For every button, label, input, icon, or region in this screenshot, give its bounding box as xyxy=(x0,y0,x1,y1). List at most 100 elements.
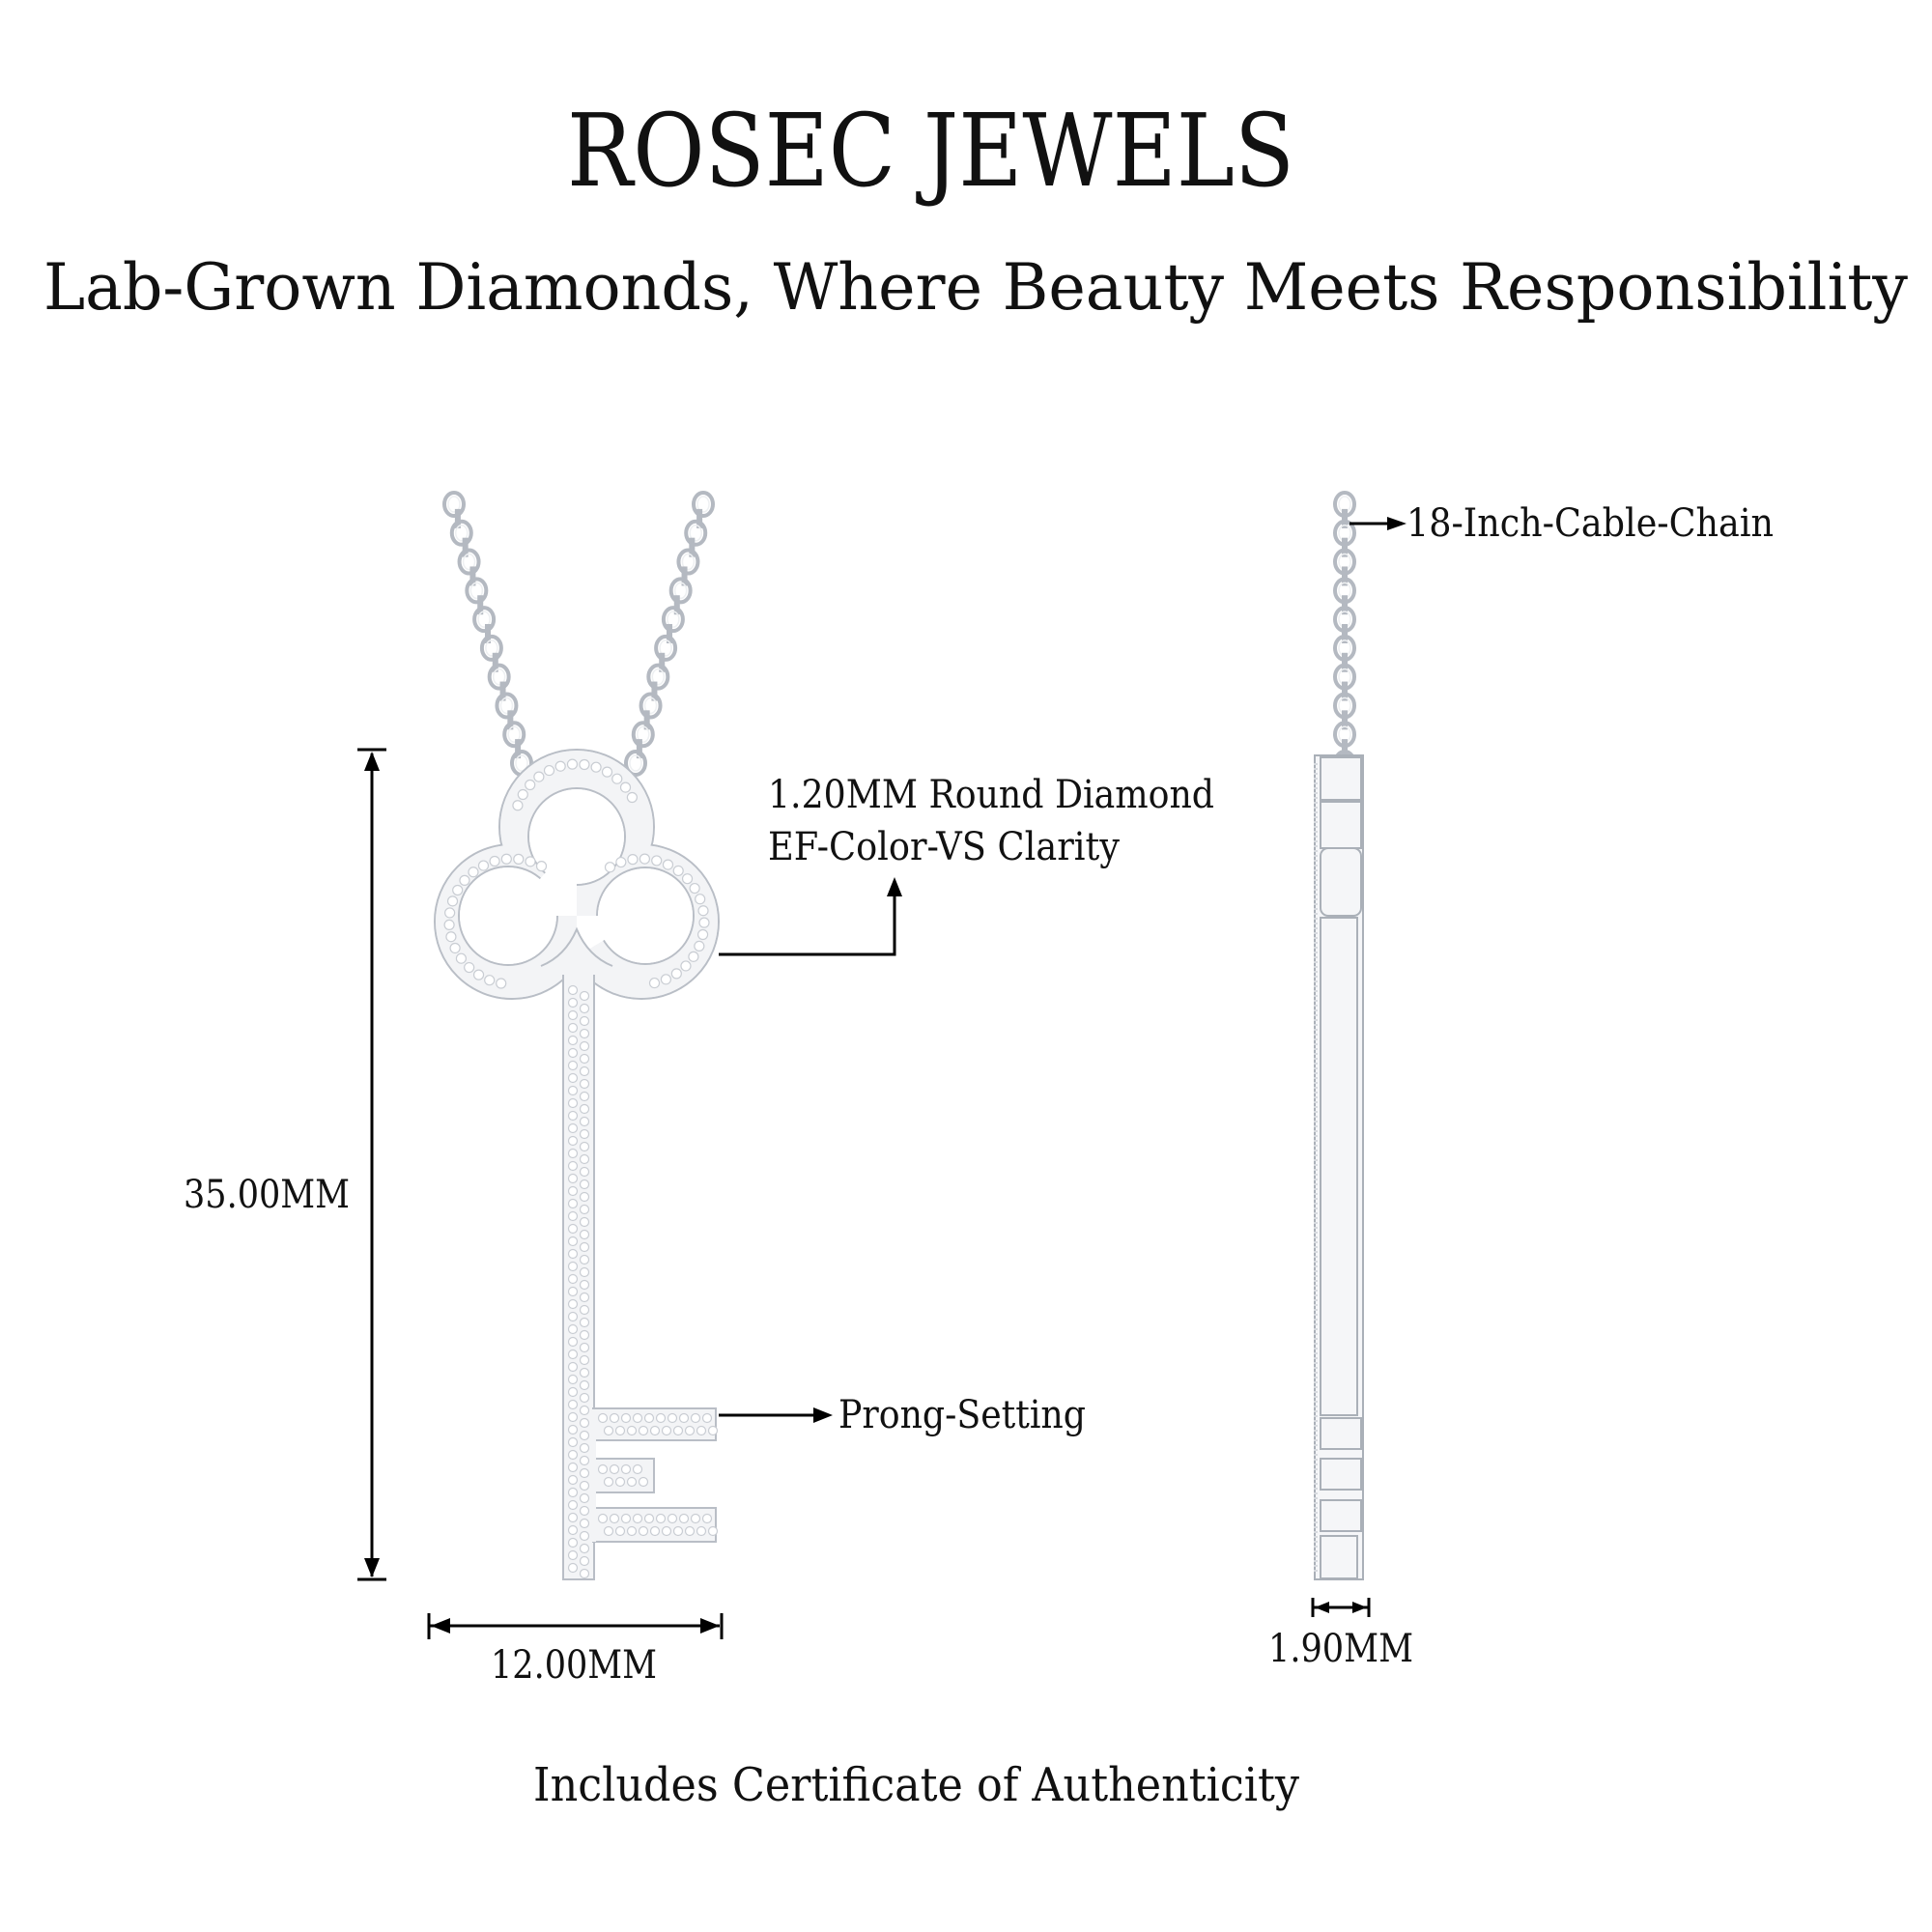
diamond-stone xyxy=(688,951,699,962)
diamond-stone xyxy=(638,1525,649,1537)
diamond-stone xyxy=(579,1518,590,1529)
diamond-stone xyxy=(662,859,674,870)
diamond-stone xyxy=(643,1412,655,1424)
diamond-stone xyxy=(446,895,459,907)
diamond-stone xyxy=(452,884,464,896)
certificate-note: Includes Certificate of Authenticity xyxy=(533,1758,1299,1812)
chain-link xyxy=(692,491,715,518)
diamond-stone xyxy=(579,1505,590,1517)
diamond-stone xyxy=(696,1425,707,1436)
diamond-stone xyxy=(609,1463,620,1475)
diamond-stone xyxy=(579,1367,590,1378)
diamond-stone xyxy=(567,1537,579,1548)
diamond-stone xyxy=(579,1480,590,1492)
chain-link xyxy=(465,577,489,605)
diamond-stone xyxy=(620,1513,632,1524)
diamond-stone xyxy=(655,1513,667,1524)
diamond-stone xyxy=(579,990,590,1002)
diamond-stone xyxy=(626,1425,638,1436)
diamond-stone xyxy=(701,1412,713,1424)
diamond-stone xyxy=(651,855,663,867)
diamond-stone xyxy=(590,761,602,773)
chain-callout: 18-Inch-Cable-Chain xyxy=(1350,501,1774,546)
diamond-stone xyxy=(567,1135,579,1147)
key-tooth-2 xyxy=(592,1458,655,1493)
diamond-stone xyxy=(690,1412,701,1424)
diamond-stone xyxy=(567,1349,579,1360)
diamond-stone xyxy=(567,1097,579,1109)
diamond-stone xyxy=(696,928,709,941)
diamond-stone xyxy=(579,1241,590,1253)
height-dimension: 35.00MM xyxy=(184,748,386,1581)
diamond-stone xyxy=(626,1525,638,1537)
key-tooth-3 xyxy=(592,1507,717,1543)
diamond-stone xyxy=(579,1279,590,1291)
chain-link xyxy=(639,692,663,720)
diamond-stone xyxy=(477,860,490,871)
pave-diamonds xyxy=(443,758,719,1579)
diamond-stone xyxy=(678,1412,690,1424)
diamond-stone xyxy=(567,1298,579,1310)
key-pendant-side xyxy=(1314,754,1364,1580)
diamond-stone xyxy=(697,905,709,917)
chain-link xyxy=(646,663,670,691)
diamond-stone xyxy=(579,1204,590,1215)
diamond-stone xyxy=(707,1525,719,1537)
diamond-stone xyxy=(464,961,475,974)
diamond-stone xyxy=(567,1386,579,1398)
diamond-stone xyxy=(632,1412,643,1424)
chain-link xyxy=(676,548,700,576)
diamond-stone xyxy=(512,800,524,811)
diamond-stone xyxy=(567,1424,579,1435)
chain-link xyxy=(624,750,647,777)
diamond-stone xyxy=(597,1412,609,1424)
depth-label: 1.90MM xyxy=(1268,1627,1413,1671)
diamond-stone xyxy=(627,854,639,866)
diamond-stone xyxy=(449,942,461,954)
diamond-stone xyxy=(567,1323,579,1335)
diamond-stone xyxy=(672,1425,684,1436)
diamond-stone xyxy=(567,1085,579,1096)
diamond-spec-line2: EF-Color-VS Clarity xyxy=(768,825,1120,869)
diamond-stone xyxy=(597,1513,609,1524)
diamond-callout: 1.20MM Round Diamond EF-Color-VS Clarity xyxy=(719,773,1214,956)
diamond-stone xyxy=(684,1525,696,1537)
diamond-stone xyxy=(567,1148,579,1159)
diamond-stone xyxy=(579,1103,590,1115)
diamond-stone xyxy=(579,1354,590,1366)
diamond-stone xyxy=(500,853,512,865)
diamond-stone xyxy=(567,1311,579,1322)
diamond-stone xyxy=(579,1304,590,1316)
diamond-stone xyxy=(579,1153,590,1165)
diamond-stone xyxy=(468,867,479,878)
diamond-stone xyxy=(672,1525,684,1537)
diamond-stone xyxy=(567,1261,579,1272)
diamond-stone xyxy=(517,788,528,801)
diamond-stone xyxy=(678,1513,690,1524)
chain-link xyxy=(495,692,519,720)
chain-link xyxy=(661,606,685,634)
diamond-stone xyxy=(614,1425,626,1436)
diamond-stone xyxy=(567,1022,579,1034)
diamond-stone xyxy=(567,1474,579,1486)
brand-title: ROSEC JEWELS xyxy=(567,92,1294,210)
diamond-stone xyxy=(579,1191,590,1203)
diamond-stone xyxy=(649,1525,661,1537)
diamond-stone xyxy=(567,1449,579,1461)
diamond-stone xyxy=(579,1467,590,1479)
diamond-stone xyxy=(525,779,536,791)
diamond-stone xyxy=(643,1513,655,1524)
diamond-stone xyxy=(579,1166,590,1178)
diamond-spec-line1: 1.20MM Round Diamond xyxy=(768,773,1214,817)
chain-link xyxy=(479,634,503,662)
diamond-stone xyxy=(707,1425,719,1436)
diamond-stone xyxy=(579,1065,590,1077)
diamond-stone xyxy=(567,1223,579,1235)
diamond-stone xyxy=(601,766,613,778)
diamond-stone xyxy=(579,758,590,771)
diamond-stone xyxy=(567,1374,579,1385)
chain-link xyxy=(487,663,511,691)
diamond-stone xyxy=(670,968,682,980)
diamond-stone xyxy=(567,1122,579,1134)
